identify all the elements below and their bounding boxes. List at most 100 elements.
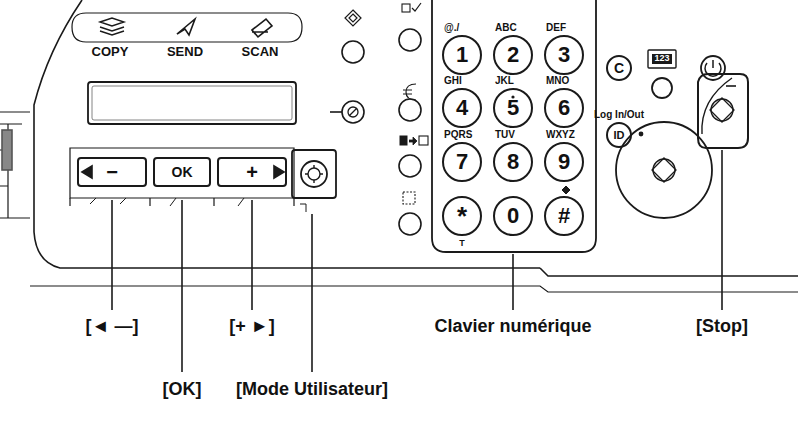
side-buttons-part [342, 41, 364, 63]
side-buttons-part [403, 192, 415, 204]
function-keys-art-part [72, 13, 302, 42]
keypad-key: MNO6 [544, 88, 584, 128]
right-buttons-part [698, 74, 748, 148]
keypad-key: *T [442, 196, 482, 236]
keypad-key: WXYZ9 [544, 142, 584, 182]
key-caption: @./ [444, 23, 459, 33]
panel-housing-part [0, 112, 30, 218]
key-caption: SEND [167, 45, 203, 58]
callout-label: Clavier numérique [434, 317, 591, 337]
side-buttons-part [402, 4, 410, 12]
right-buttons-part [726, 85, 736, 87]
leader-lines-part [111, 200, 113, 310]
key-caption: TUV [495, 130, 515, 140]
side-buttons-part [409, 137, 417, 145]
side-buttons-part [400, 136, 407, 145]
side-buttons-part [330, 111, 342, 113]
callout-label: [OK] [163, 380, 202, 400]
key-symbol: 5 [507, 97, 519, 119]
side-buttons-part [345, 10, 361, 26]
key-symbol: − [106, 162, 118, 182]
function-keys-art-part [252, 19, 272, 37]
right-buttons-part [653, 159, 675, 181]
side-buttons-part [349, 108, 357, 116]
user-mode-button-part [292, 150, 336, 198]
panel-housing-part [30, 286, 798, 292]
cursor-keys-frame-part [82, 166, 92, 178]
key-caption: DEF [546, 23, 566, 33]
leader-lines-part [721, 150, 723, 310]
key-symbol: # [558, 205, 570, 227]
key-symbol: C [614, 61, 624, 75]
user-mode-button-part [305, 165, 323, 183]
lcd-display-part [92, 86, 292, 120]
cursor-keys-frame [70, 148, 294, 206]
key-caption: WXYZ [546, 130, 575, 140]
panel-housing-part [34, 0, 540, 268]
key-symbol: * [457, 203, 467, 229]
right-buttons [616, 50, 748, 218]
cursor-keys-frame-part [70, 148, 294, 198]
right-buttons-part [710, 98, 734, 122]
keypad-frame-part [432, 0, 596, 252]
key-caption: PQRS [444, 130, 472, 140]
side-buttons [330, 3, 428, 235]
key-caption: OK [172, 165, 193, 179]
keypad-key: PQRS7 [442, 142, 482, 182]
side-buttons-part [399, 213, 421, 235]
leader-lines-part [181, 200, 183, 372]
side-buttons-part [399, 99, 421, 121]
keypad-key: ABC2 [493, 35, 533, 75]
key-caption: SCAN [242, 45, 279, 58]
key-symbol: 9 [558, 151, 570, 173]
side-buttons-part [403, 84, 416, 100]
callout-label: [◄ —] [86, 317, 139, 337]
leader-lines-part [512, 254, 514, 310]
leader-lines-part [251, 200, 253, 310]
cursor-button: − [77, 157, 147, 187]
key-caption: MNO [546, 76, 569, 86]
side-buttons-part [342, 101, 364, 123]
key-symbol: 6 [558, 97, 570, 119]
leader-lines [112, 150, 722, 372]
user-mode-button-part [308, 168, 320, 180]
round-button: C [606, 55, 632, 81]
round-button: Log In/OutID [606, 122, 632, 148]
right-buttons-part [668, 162, 669, 178]
right-buttons-part [701, 56, 725, 80]
keypad-key: DEF3 [544, 35, 584, 75]
user-mode-button-part [301, 161, 327, 187]
keypad-key: # [544, 196, 584, 236]
key-symbol: 0 [507, 205, 519, 227]
key-symbol: 3 [558, 44, 570, 66]
function-button: COPY [73, 14, 147, 40]
right-buttons-part [652, 158, 676, 182]
key-symbol: 8 [507, 151, 519, 173]
keypad-frame-part [562, 186, 570, 194]
function-keys-art [72, 13, 302, 42]
cursor-button: OK [153, 157, 211, 187]
leader-lines-part [311, 214, 313, 372]
function-keys-art-part [100, 18, 124, 35]
key-caption: GHI [444, 76, 462, 86]
keypad-key: GHI4 [442, 88, 482, 128]
user-mode-button-part [300, 204, 306, 212]
right-buttons-part [652, 78, 672, 98]
side-buttons-part [399, 155, 421, 177]
side-buttons-part [419, 136, 428, 145]
keypad-key: 0 [493, 196, 533, 236]
cursor-button: + [217, 157, 287, 187]
function-keys-art-part [177, 19, 195, 35]
callout-label: [Stop] [696, 317, 748, 337]
side-buttons-part [399, 29, 421, 51]
right-buttons-part [711, 99, 733, 121]
side-buttons-part [348, 107, 358, 117]
keypad-key: JKL5 [493, 88, 533, 128]
callout-label: [+ ►] [229, 317, 274, 337]
key-caption: ABC [495, 23, 517, 33]
key-caption: Log In/Out [594, 110, 644, 120]
lcd-display-part [88, 82, 296, 124]
user-mode-button [292, 150, 336, 212]
